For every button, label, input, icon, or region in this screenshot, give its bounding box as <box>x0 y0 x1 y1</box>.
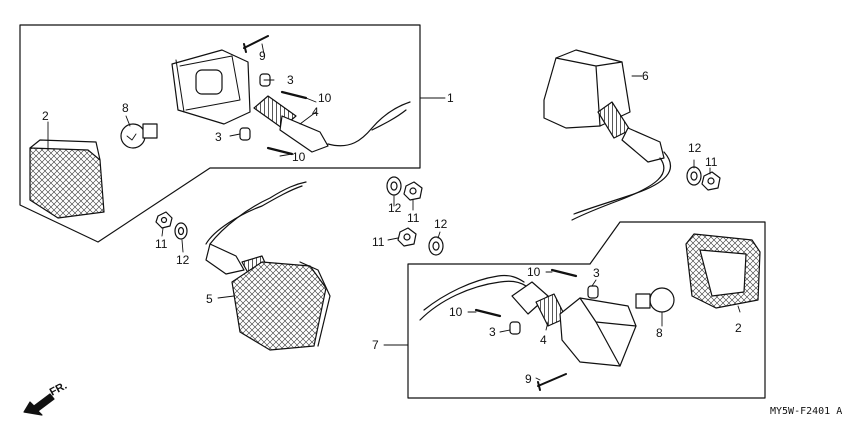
screw-10c <box>550 268 578 278</box>
callout-8-left: 8 <box>122 101 129 115</box>
washer-12d <box>686 166 702 186</box>
diagram-code: MY5W-F2401 A <box>770 406 842 417</box>
callout-9-b: 9 <box>525 372 532 386</box>
washer-12c <box>428 236 444 256</box>
callout-2-left: 2 <box>42 109 49 123</box>
callout-2-right: 2 <box>735 321 742 335</box>
washer-12b <box>386 176 402 196</box>
callout-12-c: 12 <box>434 217 448 231</box>
assembly-box-front-left <box>19 24 421 243</box>
nut-11d <box>701 171 721 191</box>
socket-front-left <box>253 95 411 153</box>
lens-left <box>29 139 105 219</box>
nut-11c <box>397 227 417 247</box>
callout-5: 5 <box>206 292 213 306</box>
callout-11-a: 11 <box>155 237 168 251</box>
grommet-3b <box>239 127 251 141</box>
screw-9b <box>537 373 567 391</box>
callout-7: 7 <box>372 338 379 352</box>
screw-10d <box>474 308 502 318</box>
callout-11-b: 11 <box>407 211 420 225</box>
callout-10-b: 10 <box>292 150 306 164</box>
callout-8-right: 8 <box>656 326 663 340</box>
turn-signal-5 <box>205 181 331 351</box>
assembly-box-rear-right <box>407 221 766 399</box>
callout-10-a: 10 <box>318 91 332 105</box>
callout-1: 1 <box>447 91 454 105</box>
callout-3-c: 3 <box>593 266 600 280</box>
nut-11b <box>403 181 423 201</box>
callout-10-c: 10 <box>527 265 541 279</box>
turn-signal-7 <box>419 274 637 367</box>
direction-label: FR. <box>48 380 69 399</box>
screw-9a <box>243 35 269 53</box>
bulb-right <box>635 287 675 313</box>
bulb-left <box>120 123 158 149</box>
screw-10b <box>266 146 294 156</box>
callout-12-d: 12 <box>688 141 702 155</box>
callout-4-a: 4 <box>312 105 319 119</box>
housing-front-left <box>171 49 251 125</box>
callout-3-d: 3 <box>489 325 496 339</box>
callout-10-d: 10 <box>449 305 463 319</box>
direction-arrow-icon <box>23 393 55 416</box>
washer-12a <box>174 222 188 240</box>
turn-signal-6 <box>543 49 672 221</box>
callout-4-b: 4 <box>540 333 547 347</box>
callout-6: 6 <box>642 69 649 83</box>
callout-11-c: 11 <box>372 235 385 249</box>
screw-10a <box>280 90 308 100</box>
callout-12-b: 12 <box>388 201 402 215</box>
lens-right <box>685 233 761 309</box>
nut-11a <box>155 211 173 229</box>
callout-3-a: 3 <box>287 73 294 87</box>
grommet-3c <box>587 285 599 299</box>
grommet-3d <box>509 321 521 335</box>
callout-9-a: 9 <box>259 49 266 63</box>
callout-3-b: 3 <box>215 130 222 144</box>
leader-lines <box>47 43 741 381</box>
callout-12-a: 12 <box>176 253 190 267</box>
callout-11-d: 11 <box>705 155 718 169</box>
